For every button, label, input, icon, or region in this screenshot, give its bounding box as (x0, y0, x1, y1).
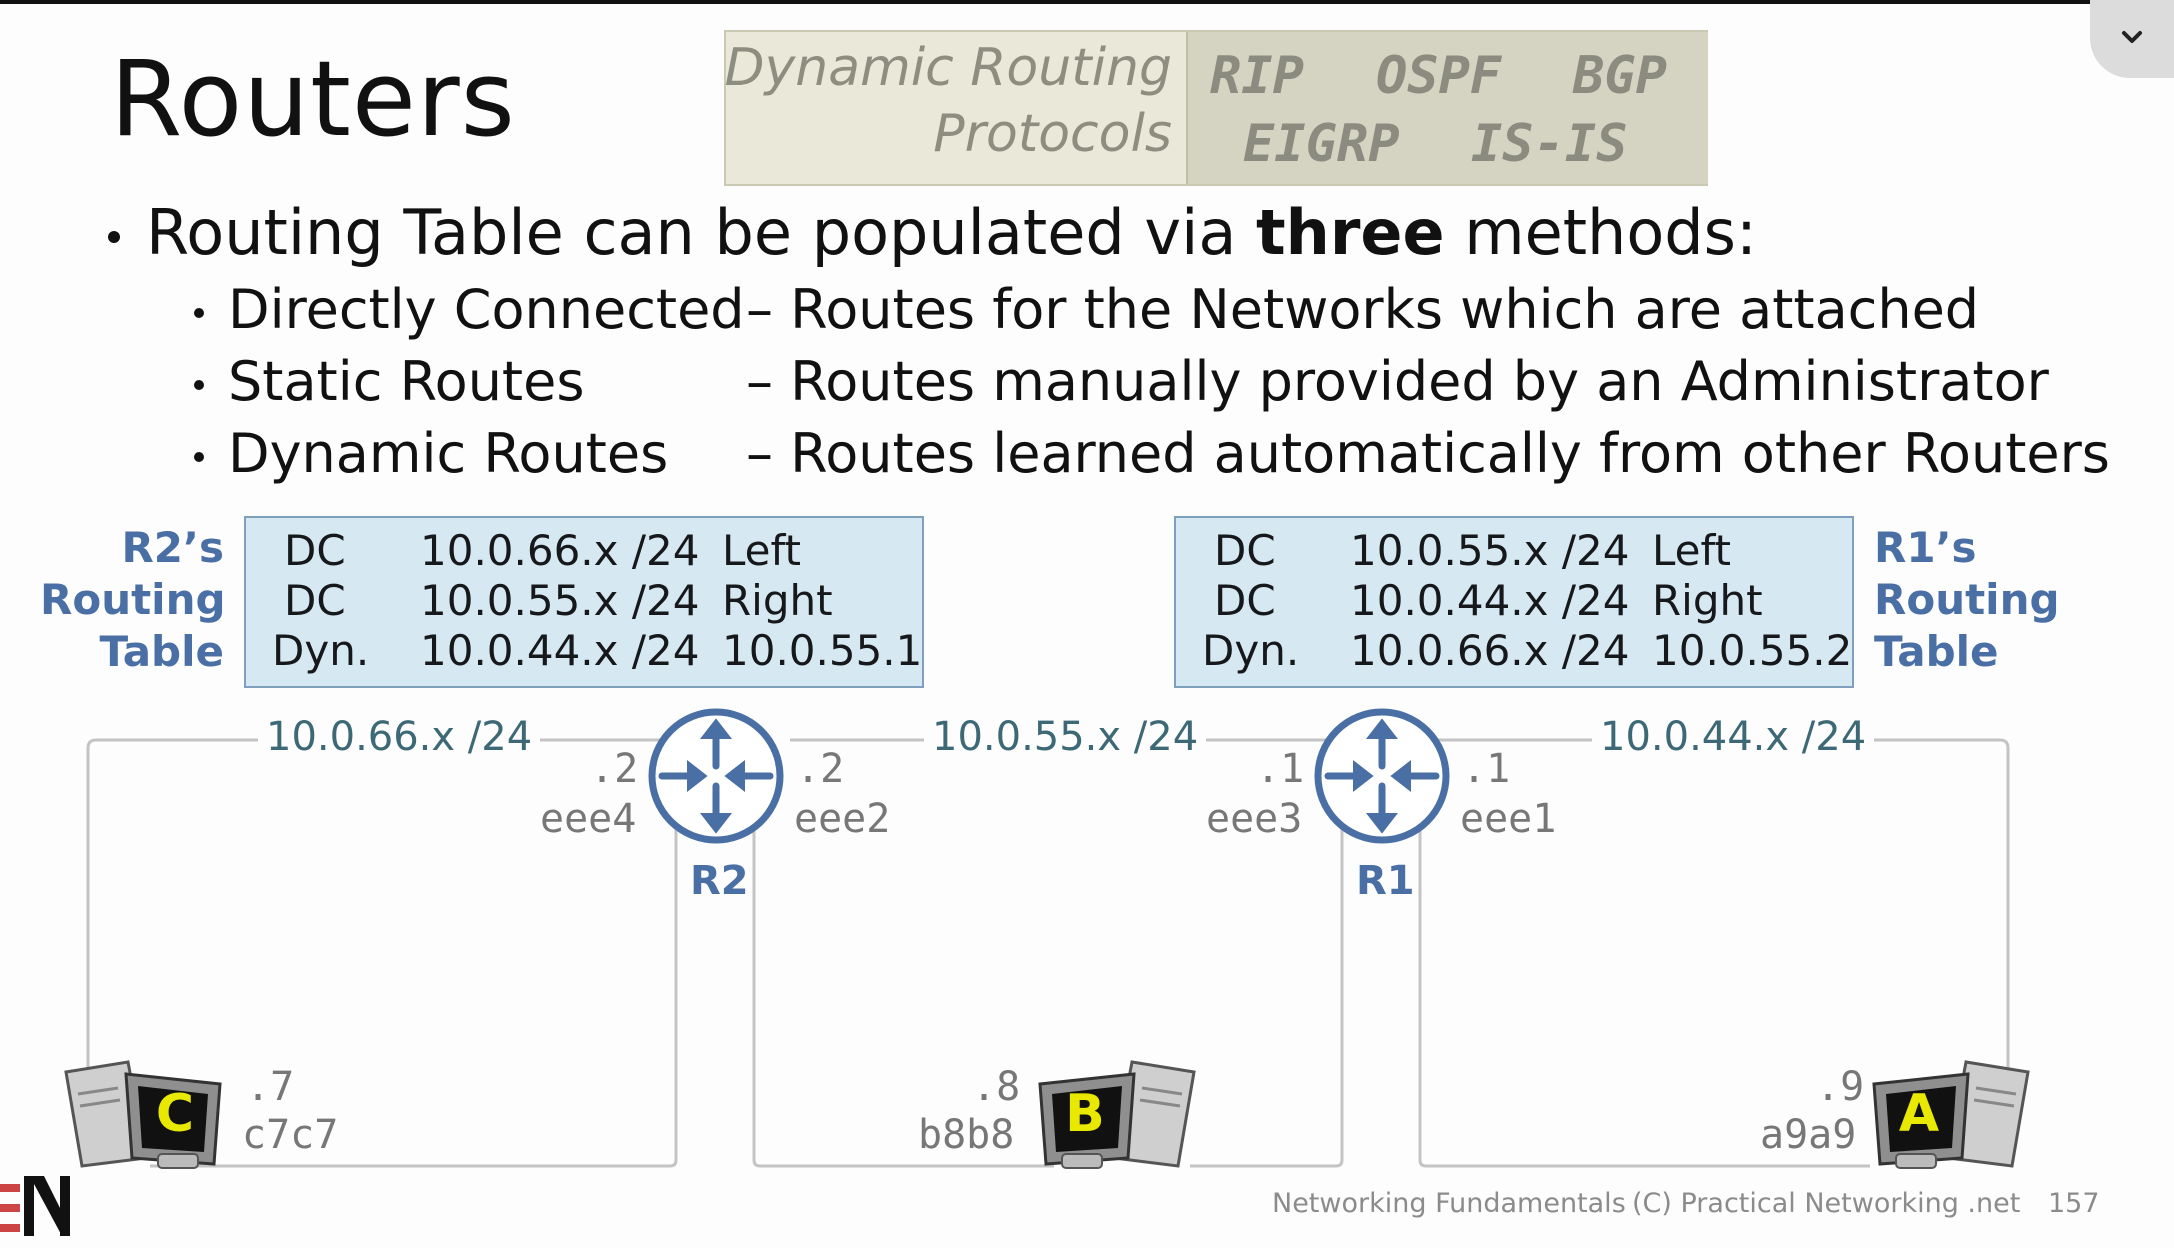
r1-left-interface: eee3 (1206, 796, 1303, 842)
method-name: Dynamic Routes (228, 422, 669, 485)
method-description: – Routes learned automatically from othe… (746, 422, 2110, 485)
method-description: – Routes for the Networks which are atta… (746, 278, 1980, 341)
collapse-button[interactable] (2090, 0, 2174, 78)
host-c-screen-letter: C (155, 1084, 195, 1144)
route-network: 10.0.66.x /24 (420, 526, 700, 575)
host-a-screen-letter: A (1898, 1084, 1940, 1144)
route-network: 10.0.66.x /24 (1350, 626, 1630, 675)
computer-icon (1872, 1060, 2030, 1169)
bullet-method-1: Directly Connected (194, 278, 745, 341)
host-c-ip: .7 (246, 1064, 295, 1110)
bullet-dot (194, 452, 204, 463)
protocol-bgp: BGP (1573, 46, 1667, 106)
route-type: DC (284, 526, 346, 575)
bullet-dot (194, 308, 204, 319)
router-r2-name: R2 (690, 858, 749, 904)
protocol-eigrp: EIGRP (1243, 114, 1400, 174)
chevron-down-icon (2122, 31, 2142, 43)
protocol-is-is: IS-IS (1471, 114, 1628, 174)
r1-right-ip: .1 (1462, 746, 1511, 792)
host-a-mac: a9a9 (1760, 1112, 1857, 1158)
r2-left-interface: eee4 (540, 796, 637, 842)
protocols-label-line1: Dynamic Routing (724, 38, 1172, 98)
r1-routing-table: DC 10.0.55.x /24 Left DC 10.0.44.x /24 R… (1174, 516, 1854, 688)
protocol-rip: RIP (1210, 46, 1304, 106)
host-b-ip: .8 (972, 1064, 1021, 1110)
bullet-main-suffix: methods: (1444, 196, 1757, 269)
label-line: Routing (1874, 575, 2060, 624)
page-number: 157 (2048, 1188, 2100, 1219)
route-type: Dyn. (1202, 626, 1300, 675)
method-name: Static Routes (228, 350, 585, 413)
bullet-main-bold: three (1256, 196, 1445, 269)
route-type: Dyn. (272, 626, 370, 675)
route-network: 10.0.44.x /24 (1350, 576, 1630, 625)
r1-right-interface: eee1 (1460, 796, 1557, 842)
slide-title: Routers (110, 38, 516, 160)
route-type: DC (1214, 576, 1276, 625)
bullet-main-prefix: Routing Table can be populated via (146, 196, 1257, 269)
host-b-mac: b8b8 (918, 1112, 1015, 1158)
host-b-screen-letter: B (1065, 1084, 1105, 1144)
r2-routing-table: DC 10.0.66.x /24 Left DC 10.0.55.x /24 R… (244, 516, 924, 688)
practical-networking-logo (0, 1176, 70, 1236)
wire-right-segment (1420, 738, 2010, 1100)
computer-icon (64, 1060, 222, 1169)
protocols-label-panel: Dynamic Routing Protocols (724, 32, 1186, 184)
footer-copyright: (C) Practical Networking .net (1632, 1188, 2021, 1219)
router-icon (1314, 708, 1450, 844)
wire-a-base (1418, 820, 1870, 1168)
route-type: DC (1214, 526, 1276, 575)
method-name: Directly Connected (228, 278, 745, 341)
route-via: 10.0.55.1 (722, 626, 923, 675)
wire-b-right (1190, 820, 1344, 1168)
router-r1-name: R1 (1356, 858, 1415, 904)
label-line: R2’s (121, 523, 224, 572)
protocols-list-panel: RIP OSPF BGP EIGRP IS-IS (1186, 32, 1708, 184)
computer-icon (1038, 1060, 1196, 1169)
segment-label-middle: 10.0.55.x /24 (924, 714, 1207, 760)
route-type: DC (284, 576, 346, 625)
protocols-label-line2: Protocols (933, 104, 1172, 164)
r1-left-ip: .1 (1256, 746, 1305, 792)
footer-course: Networking Fundamentals (1272, 1188, 1626, 1219)
wire-c-base (150, 1159, 678, 1168)
r1-routing-table-label: R1’s Routing Table (1874, 522, 2060, 678)
bullet-main: Routing Table can be populated via three… (108, 196, 1757, 269)
route-network: 10.0.55.x /24 (1350, 526, 1630, 575)
route-network: 10.0.44.x /24 (420, 626, 700, 675)
bullet-method-3: Dynamic Routes (194, 422, 668, 485)
r2-routing-table-label: R2’s Routing Table (40, 522, 226, 678)
protocol-ospf: OSPF (1376, 46, 1502, 106)
r2-left-ip: .2 (590, 746, 639, 792)
r2-right-ip: .2 (796, 746, 845, 792)
top-border (0, 0, 2174, 4)
r2-right-interface: eee2 (794, 796, 891, 842)
route-via: 10.0.55.2 (1652, 626, 1853, 675)
route-network: 10.0.55.x /24 (420, 576, 700, 625)
route-via: Left (722, 526, 802, 575)
bullet-method-2: Static Routes (194, 350, 584, 413)
label-line: Table (1874, 627, 1999, 676)
route-via: Right (1652, 576, 1763, 625)
bullet-dot (108, 230, 120, 243)
host-a-ip: .9 (1816, 1064, 1865, 1110)
segment-label-right: 10.0.44.x /24 (1592, 714, 1875, 760)
wire-b-left (752, 820, 1054, 1168)
bullet-dot (194, 380, 204, 391)
route-via: Left (1652, 526, 1732, 575)
dynamic-routing-protocols-box: Dynamic Routing Protocols RIP OSPF BGP E… (724, 30, 1708, 186)
route-via: Right (722, 576, 833, 625)
wire-left-segment (86, 738, 714, 1140)
segment-label-left: 10.0.66.x /24 (258, 714, 541, 760)
host-c-mac: c7c7 (242, 1112, 339, 1158)
router-icon (648, 708, 784, 844)
label-line: R1’s (1874, 523, 1977, 572)
label-line: Table (99, 627, 224, 676)
label-line: Routing (40, 575, 226, 624)
method-description: – Routes manually provided by an Adminis… (746, 350, 2049, 413)
